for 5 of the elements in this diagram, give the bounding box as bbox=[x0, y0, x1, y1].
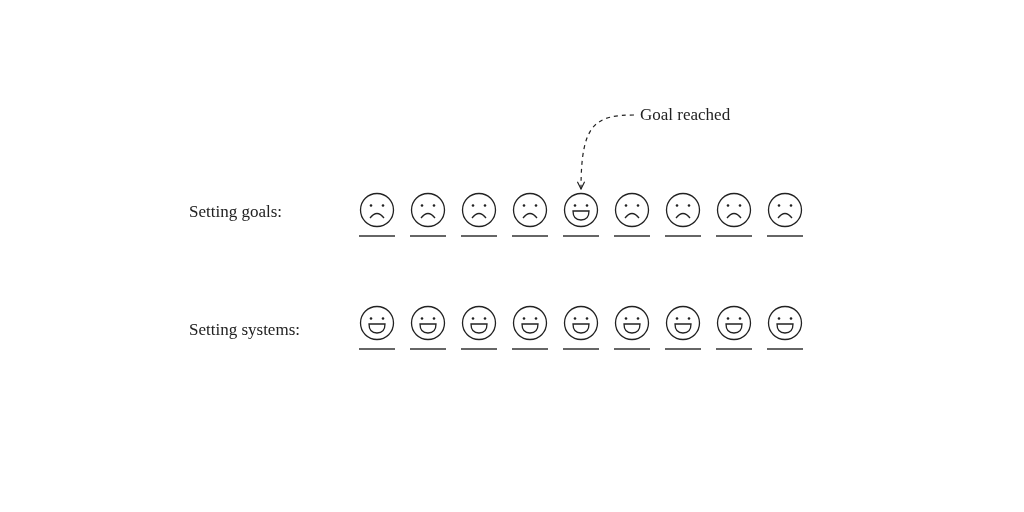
annotation-text: Goal reached bbox=[640, 105, 731, 125]
smiley-face-icon bbox=[562, 191, 600, 229]
row-label: Setting goals: bbox=[189, 202, 283, 222]
curved-arrow bbox=[576, 114, 635, 190]
row-label: Setting systems: bbox=[189, 320, 300, 340]
